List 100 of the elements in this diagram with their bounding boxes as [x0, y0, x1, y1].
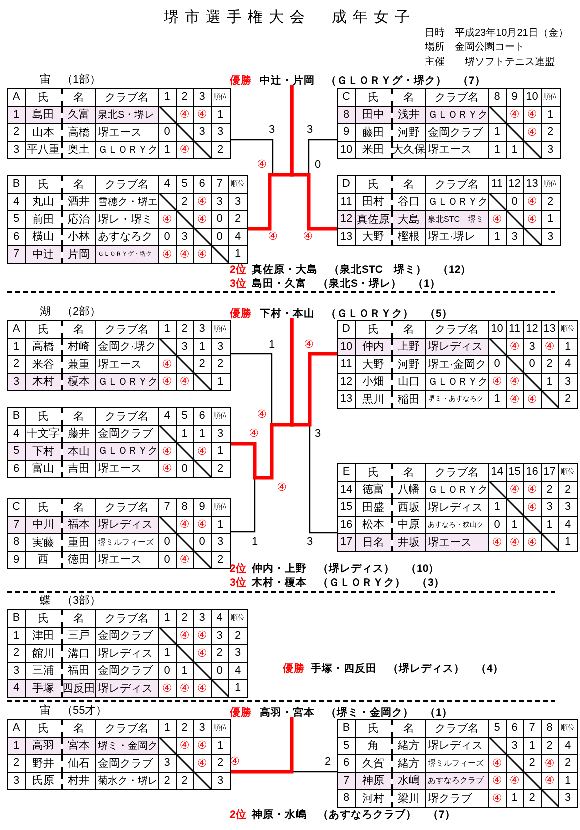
table-cell: 0: [194, 534, 211, 551]
table-cell: 1: [524, 737, 541, 754]
table-cell: 樫根: [392, 228, 426, 246]
table-cell: 3: [506, 737, 524, 754]
table-cell: ④: [194, 193, 211, 210]
table-cell: 真佐原: [356, 210, 392, 228]
table-cell: 八幡: [392, 481, 426, 498]
table-cell: 堺レディス: [96, 516, 158, 534]
column-header: A: [8, 88, 26, 106]
table-cell: 堺レディス: [426, 737, 488, 754]
table-cell: 6: [8, 460, 26, 478]
table-cell: 1: [488, 390, 506, 408]
table-cell: 2: [541, 356, 558, 373]
table-cell: 山本: [26, 124, 62, 141]
column-header: クラブ名: [96, 720, 158, 737]
score: ④: [257, 158, 267, 172]
column-header: 17: [541, 464, 558, 481]
table-cell: 9: [8, 551, 26, 568]
table-cell: 6: [338, 754, 356, 772]
table-cell: 0: [158, 228, 176, 246]
table-cell: 2: [558, 754, 578, 772]
table-cell: ④: [176, 246, 194, 263]
table-cell: ④: [176, 141, 194, 158]
score-table: [337, 88, 560, 158]
table-cell: 2: [541, 737, 558, 754]
score: 3: [306, 123, 314, 137]
table-cell: 2: [8, 356, 26, 373]
table-cell: ④: [176, 106, 194, 124]
table-cell: ④: [524, 124, 541, 141]
table-cell: 堺エース: [96, 124, 158, 141]
column-header: 7: [524, 720, 541, 737]
table-cell: 平八重: [26, 141, 62, 158]
column-header: 1: [158, 610, 176, 627]
table-cell: 1: [558, 534, 578, 551]
table-cell: 金岡クラブ: [426, 124, 488, 141]
table-cell: 3: [158, 754, 176, 772]
table-cell: ④: [194, 106, 211, 124]
placing-names: 仲内・上野 （堺レディス） （10）: [252, 562, 440, 576]
column-header: 13: [541, 320, 558, 338]
column-header: クラブ名: [96, 610, 158, 627]
table-cell: ④: [541, 772, 558, 790]
table-cell: 雪穂ク・堺エ: [96, 193, 158, 210]
table-cell: 3: [8, 373, 26, 390]
placing-label: 2位: [230, 562, 247, 576]
table-cell: 堺レディス: [96, 644, 158, 662]
table-cell: 3: [228, 644, 248, 662]
table-cell: 3: [211, 193, 228, 210]
table-cell: 下村: [26, 442, 62, 460]
column-header: 氏: [356, 464, 392, 481]
table-cell: 1: [8, 737, 26, 754]
table-cell: 2: [211, 356, 230, 373]
table-cell: 4: [558, 516, 578, 534]
winner-names: 高羽・宮本 （堺ミ・金岡ク） （1）: [260, 707, 453, 719]
table-cell: 高橋: [26, 338, 62, 356]
table-cell: 10: [338, 338, 356, 356]
table-cell: 福本: [62, 516, 96, 534]
column-header: 氏: [26, 320, 62, 338]
score-table: [337, 175, 560, 245]
table-cell: 河村: [356, 790, 392, 807]
table-cell: 田盛: [356, 498, 392, 516]
score: 0: [314, 158, 322, 172]
column-header: クラブ名: [426, 720, 488, 737]
table-cell: 堺エース: [96, 551, 158, 568]
table-cell: 3: [506, 228, 524, 246]
column-header: 8: [176, 498, 194, 516]
table-cell: 1: [158, 141, 176, 158]
placing-label: 2位: [230, 808, 247, 822]
table-cell: 島田: [26, 106, 62, 124]
score: ④: [249, 427, 259, 441]
table-cell: ④: [194, 627, 211, 644]
table-cell: 野井: [26, 754, 62, 772]
section-heading: 蝶 （3部）: [40, 594, 102, 608]
score: ④: [303, 230, 313, 244]
table-cell: 菊水ク・堺レ: [96, 772, 158, 790]
table-cell: 富山: [26, 460, 62, 478]
column-header: E: [338, 464, 356, 481]
table-cell: 1: [211, 106, 230, 124]
table-cell: 7: [338, 772, 356, 790]
table-cell: 1: [506, 141, 524, 158]
column-header: 氏: [356, 176, 392, 193]
table-cell: 2: [211, 551, 230, 568]
table-cell: 堺ミ・金岡ク: [96, 737, 158, 754]
table-cell: ＧＬＯＲＹク: [96, 442, 158, 460]
table-cell: 0: [158, 534, 176, 551]
table-cell: 2: [211, 460, 230, 478]
table-cell: 手塚: [26, 680, 62, 697]
table-cell: 4: [228, 662, 248, 680]
column-header: 13: [524, 176, 541, 193]
table-cell: 2: [524, 754, 541, 772]
column-header: 氏: [26, 610, 62, 627]
table-cell: ＧＬＯＲＹク: [426, 106, 488, 124]
table-cell: 宮本: [62, 737, 96, 754]
table-cell: 1: [558, 772, 578, 790]
table-cell: 13: [338, 228, 356, 246]
table-cell: ④: [194, 210, 211, 228]
table-cell: 2: [541, 193, 560, 210]
column-header: クラブ名: [426, 88, 488, 106]
table-cell: 緒方: [392, 737, 426, 754]
table-cell: 3: [524, 338, 541, 356]
column-header: 名: [62, 88, 96, 106]
